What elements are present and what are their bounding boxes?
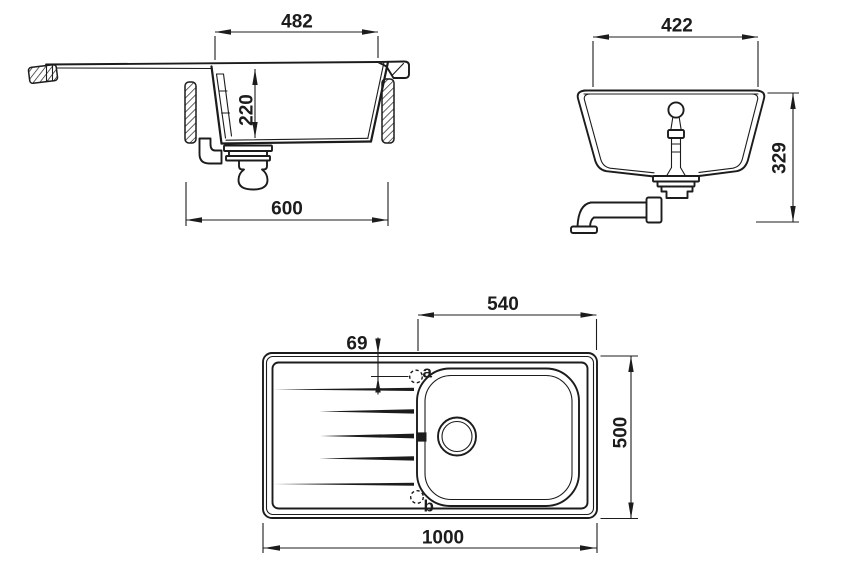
trap-body: [660, 185, 694, 199]
outlet-elbow-outer: [576, 201, 592, 228]
tap-hole-a: [409, 369, 424, 384]
dim-arrow: [790, 206, 796, 222]
trap-cup: [237, 159, 269, 191]
dim-label-329: 329: [770, 142, 791, 174]
dim-plan-length: 1000: [262, 523, 598, 553]
drainboard-groove: [320, 433, 414, 439]
bowl-left-wall: [576, 89, 655, 178]
dim-arrow: [742, 34, 758, 40]
drainboard-groove: [319, 456, 414, 461]
dim-label-422: 422: [661, 16, 693, 37]
dim-arrow: [362, 29, 378, 35]
rim-inner-line: [271, 361, 589, 510]
outlet-elbow-inner: [589, 216, 595, 228]
drainboard-left-hook: [45, 63, 54, 82]
plan-view: a b 69 540 500: [262, 294, 638, 553]
tap-hole-b-label: b: [424, 497, 434, 516]
standpipe-ridges: [670, 143, 682, 153]
side-section-view: 482 220 600: [27, 12, 410, 226]
bowl-bottom: [220, 140, 373, 145]
dim-label-69: 69: [346, 334, 367, 355]
dim-arrow: [186, 217, 202, 223]
drainboard-profile-top: [45, 61, 379, 66]
front-section-view: 422 329: [570, 16, 799, 234]
dim-arrow: [375, 377, 381, 393]
bowl-right-wall-inner: [367, 61, 385, 139]
overflow-slot: [416, 432, 427, 442]
pipe-union-nut: [645, 196, 663, 224]
sink-outline-inner-edge: [265, 355, 595, 516]
bowl-left-wall-inner: [583, 93, 655, 174]
dim-front-top-width: 422: [592, 16, 759, 87]
standpipe-tube: [670, 137, 682, 169]
dim-arrow: [372, 217, 388, 223]
dim-side-depth: 220: [237, 69, 258, 138]
tap-hole-a-label: a: [423, 363, 433, 382]
dim-arrow: [628, 356, 634, 372]
standpipe-foot: [665, 166, 687, 177]
drain-hole-inner: [441, 420, 473, 453]
dim-label-1000: 1000: [422, 528, 464, 549]
dim-label-220: 220: [237, 94, 258, 126]
standpipe-neck: [670, 116, 682, 131]
dim-plan-hole-offset: 69: [346, 334, 381, 395]
dim-side-top-width: 482: [214, 12, 379, 60]
dim-arrow: [790, 93, 796, 109]
dim-label-540: 540: [487, 294, 519, 315]
counter-hatch-strip-left: [184, 81, 197, 144]
standpipe-knob: [667, 101, 685, 119]
drainboard-groove: [319, 409, 414, 414]
drain-hole-outer: [437, 416, 477, 457]
drainboard-profile-underside: [56, 67, 212, 70]
outlet-end-flange: [570, 225, 598, 234]
dim-front-height: 329: [756, 92, 799, 223]
dim-arrow: [580, 545, 596, 551]
bowl-bottom-inner: [225, 137, 369, 141]
dim-label-500: 500: [611, 417, 632, 449]
standpipe-collar: [667, 129, 685, 139]
dim-arrow: [375, 338, 381, 354]
bowl-right-wall: [369, 60, 390, 143]
dim-arrow: [418, 312, 434, 318]
dim-arrow: [264, 545, 280, 551]
dim-plan-width: 500: [600, 355, 638, 520]
dim-label-600: 600: [271, 199, 303, 220]
dim-arrow: [628, 502, 634, 519]
dim-side-bottom-width: 600: [185, 182, 389, 226]
waste-elbow: [198, 137, 223, 165]
drainboard-groove: [273, 482, 414, 486]
dim-arrow: [580, 312, 597, 318]
bowl-outline: [416, 367, 580, 507]
dim-arrow: [593, 34, 609, 40]
dim-arrow: [215, 29, 231, 35]
dim-arrow: [252, 122, 258, 138]
dim-label-482: 482: [281, 12, 313, 33]
counter-edge-hatch-block: [27, 63, 59, 85]
overflow-channel: [215, 73, 233, 139]
bowl-right-wall-inner: [698, 93, 759, 173]
rim-lip-hatch-line: [391, 62, 405, 77]
bowl-left-wall: [210, 65, 223, 145]
dim-arrow: [252, 69, 258, 85]
dim-plan-bowl-span: 540: [417, 294, 598, 351]
bowl-right-wall: [698, 89, 766, 177]
counter-hatch-strip-right: [381, 78, 395, 144]
tap-hole-b: [410, 490, 425, 505]
